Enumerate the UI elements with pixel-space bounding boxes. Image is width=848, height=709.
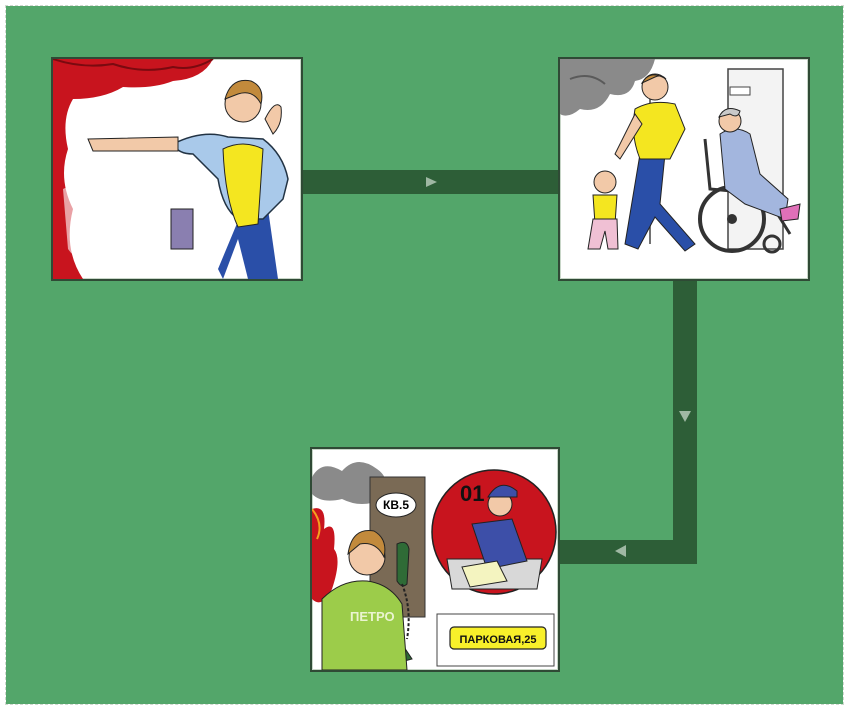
- evacuation-icon: [615, 74, 695, 251]
- panel-evacuation: [558, 57, 810, 281]
- shirt-name-label: ПЕТРО: [350, 609, 395, 624]
- fire-icon: [312, 508, 338, 602]
- door-handle: [730, 87, 750, 95]
- right-arrow-icon: [426, 177, 437, 187]
- apartment-number-label: КВ.5: [383, 498, 409, 512]
- address-label: ПАРКОВАЯ,25: [460, 634, 537, 646]
- child-icon: [588, 171, 618, 249]
- down-arrow-icon: [679, 411, 691, 422]
- warning-person-icon: [88, 80, 288, 279]
- panel-fire-warning: [51, 57, 303, 281]
- panel-emergency-call: КВ.5 01 ПЕТРО: [310, 447, 560, 672]
- connector-2-to-3-horizontal: [556, 540, 697, 564]
- left-arrow-icon: [615, 545, 626, 557]
- emergency-number-label: 01: [460, 481, 484, 506]
